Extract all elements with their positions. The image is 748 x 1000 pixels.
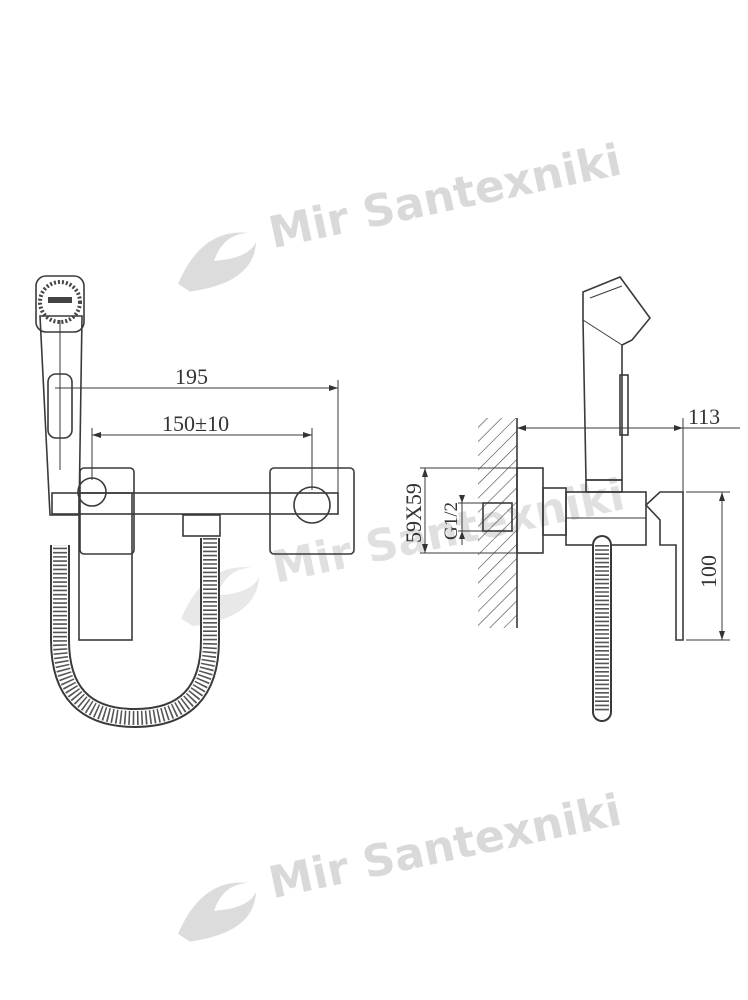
dolphin-logo-icon xyxy=(178,882,256,942)
dimension-195: 195 xyxy=(55,364,339,505)
dimension-113: 113 xyxy=(517,404,740,492)
watermark-top: Mir Santexniki xyxy=(178,135,626,292)
dimension-label: 195 xyxy=(175,364,208,389)
watermark-bottom: Mir Santexniki xyxy=(178,785,626,942)
hand-shower-front xyxy=(35,275,85,516)
front-view: 195 150±10 xyxy=(35,275,355,729)
watermark-text: Mir Santexniki xyxy=(264,135,625,259)
dimension-g12: G1/2 xyxy=(441,495,512,545)
dimension-label: 113 xyxy=(688,404,720,429)
dimension-150: 150±10 xyxy=(91,411,313,490)
dimension-label: 150±10 xyxy=(162,411,229,436)
mixer-body xyxy=(78,492,133,641)
spray-face-icon xyxy=(38,280,82,324)
trigger xyxy=(619,374,629,436)
dimension-label: G1/2 xyxy=(441,502,462,540)
lever xyxy=(644,491,684,641)
dolphin-logo-icon xyxy=(178,232,256,292)
left-eccentric xyxy=(77,477,107,507)
trigger-button xyxy=(47,373,73,439)
dimension-label: 100 xyxy=(696,555,721,588)
dimension-59x59: 59X59 xyxy=(401,467,543,554)
dimension-100: 100 xyxy=(686,491,730,641)
dimension-label: 59X59 xyxy=(401,483,426,543)
hose xyxy=(50,538,220,729)
watermark-text: Mir Santexniki xyxy=(264,785,625,909)
wall-section xyxy=(478,418,517,628)
hose-nut xyxy=(182,514,221,537)
left-wall-plate xyxy=(79,467,135,555)
side-view: 113 100 59X59 G1/2 xyxy=(401,276,740,722)
hand-shower-side xyxy=(582,276,652,493)
